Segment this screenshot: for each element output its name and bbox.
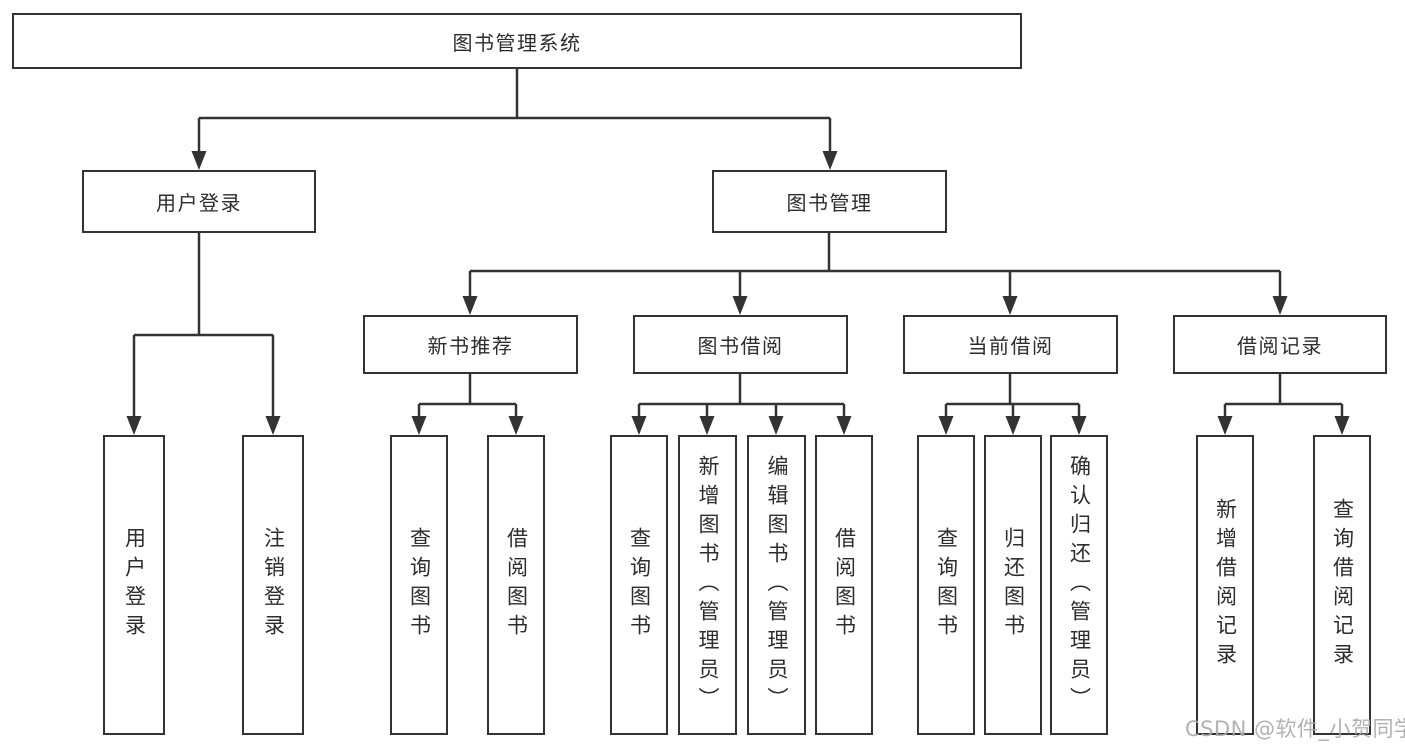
node-book-borrow-label: 图书借阅 — [697, 334, 784, 358]
node-book-borrow: 图书借阅 — [633, 315, 848, 374]
leaf-add-borrow-record: 新增借阅记录 — [1196, 435, 1254, 735]
connector-root-to-level2 — [191, 69, 838, 170]
connector-borrow-records-children — [1217, 374, 1350, 435]
node-book-management-label: 图书管理 — [786, 191, 873, 215]
leaf-query-books-recommend: 查询图书 — [390, 435, 448, 735]
leaf-query-books-borrow: 查询图书 — [610, 435, 668, 735]
arrowhead — [768, 416, 784, 435]
arrowhead — [1217, 416, 1233, 435]
leaf-label: 查询图书 — [934, 527, 959, 643]
node-root-label: 图书管理系统 — [452, 30, 582, 55]
arrowhead — [508, 416, 524, 435]
node-borrow-records: 借阅记录 — [1173, 315, 1387, 374]
arrowhead — [462, 296, 478, 315]
arrowhead — [191, 151, 207, 170]
node-new-book-recommend-label: 新书推荐 — [427, 334, 514, 358]
connector-user-login-children — [126, 233, 281, 435]
arrowhead — [732, 296, 748, 315]
arrowhead — [836, 416, 852, 435]
connector-book-management-children — [462, 233, 1288, 315]
leaf-return-books: 归还图书 — [984, 435, 1042, 735]
leaf-borrow-books-recommend: 借阅图书 — [487, 435, 545, 735]
leaf-label: 查询借阅记录 — [1330, 498, 1355, 672]
leaf-label: 查询图书 — [407, 527, 432, 643]
arrowhead — [1005, 416, 1021, 435]
leaf-label: 借阅图书 — [832, 527, 857, 643]
leaf-label: 新增图书（管理员） — [696, 454, 720, 716]
leaf-confirm-return-admin: 确认归还（管理员） — [1050, 435, 1108, 735]
node-borrow-records-label: 借阅记录 — [1237, 334, 1323, 358]
connector-new-book-recommend-children — [411, 374, 524, 435]
arrowhead — [1334, 416, 1350, 435]
leaf-label: 用户登录 — [122, 527, 147, 643]
leaf-label: 归还图书 — [1001, 527, 1026, 643]
leaf-query-borrow-record: 查询借阅记录 — [1313, 435, 1371, 735]
leaf-label: 新增借阅记录 — [1213, 498, 1238, 672]
arrowhead — [1071, 416, 1087, 435]
arrowhead — [411, 416, 427, 435]
leaf-label: 确认归还（管理员） — [1067, 454, 1092, 716]
leaf-add-books-admin: 新增图书（管理员） — [678, 435, 737, 735]
node-new-book-recommend: 新书推荐 — [363, 315, 578, 374]
leaf-label: 注销登录 — [261, 527, 286, 643]
arrowhead — [938, 416, 954, 435]
node-book-management: 图书管理 — [712, 170, 947, 233]
arrowhead — [822, 151, 838, 170]
connector-current-borrow-children — [938, 374, 1087, 435]
leaf-label: 查询图书 — [627, 527, 652, 643]
arrowhead — [126, 416, 142, 435]
arrowhead — [631, 416, 647, 435]
node-root: 图书管理系统 — [12, 13, 1022, 69]
leaf-label: 借阅图书 — [504, 527, 529, 643]
arrowhead — [699, 416, 715, 435]
arrowhead — [1002, 296, 1018, 315]
node-user-login: 用户登录 — [82, 170, 316, 233]
node-current-borrow-label: 当前借阅 — [967, 334, 1054, 358]
node-current-borrow: 当前借阅 — [903, 315, 1118, 374]
watermark-text: CSDN @软件_小贺同学 — [1185, 717, 1405, 741]
leaf-borrow-books: 借阅图书 — [815, 435, 873, 735]
arrowhead — [1272, 296, 1288, 315]
arrowhead — [265, 416, 281, 435]
leaf-user-login: 用户登录 — [103, 435, 165, 735]
leaf-edit-books-admin: 编辑图书（管理员） — [747, 435, 806, 735]
connector-book-borrow-children — [631, 374, 852, 435]
node-user-login-label: 用户登录 — [156, 191, 242, 215]
leaf-label: 编辑图书（管理员） — [765, 454, 789, 716]
leaf-logout: 注销登录 — [242, 435, 304, 735]
leaf-query-books-current: 查询图书 — [917, 435, 975, 735]
